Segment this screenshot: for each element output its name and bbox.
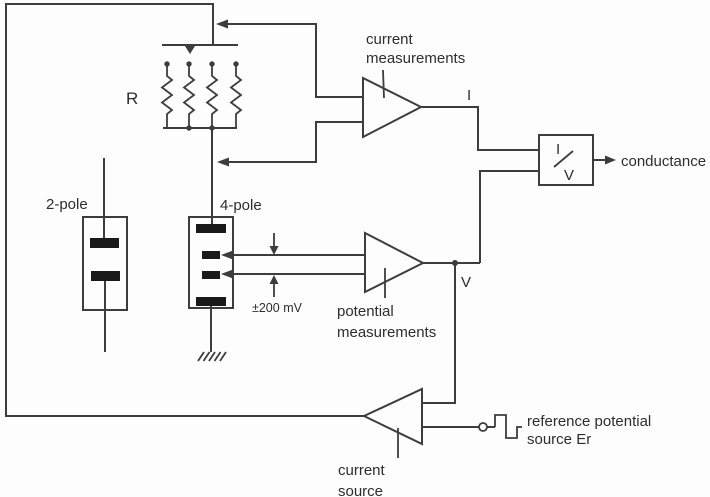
conductance-label: conductance (621, 153, 706, 170)
current-source-amp (361, 387, 423, 458)
reference-source-label-line2: source Er (527, 431, 591, 448)
voltage-output-wire (423, 170, 539, 264)
reference-source-label-line1: reference potential (527, 413, 651, 430)
resistor-symbol (205, 61, 219, 128)
divider-slash (553, 150, 574, 168)
amp-triangle (361, 387, 423, 446)
right-arrow-icon (605, 155, 616, 165)
current-source-label-line1: current (338, 462, 386, 479)
current-measurements-amp (362, 69, 424, 139)
down-arrow-icon (185, 46, 195, 54)
divider-denominator: V (564, 167, 574, 184)
four-pole-cell (188, 216, 234, 352)
junction-dot (186, 61, 192, 67)
two-pole-label: 2-pole (46, 196, 88, 213)
left-arrow-icon (221, 250, 233, 260)
amp-pointer-line (382, 69, 385, 99)
current-output-label: I (467, 87, 471, 104)
junction-dot (233, 61, 239, 67)
potential-measurements-label-line2: measurements (337, 324, 436, 341)
up-arrow-icon (269, 275, 279, 284)
voltage-range-arrows (269, 233, 279, 297)
square-wave-icon (494, 414, 522, 439)
current-output-wire (421, 106, 539, 151)
left-arrow-icon (216, 19, 228, 29)
current-measurements-label-line1: current (366, 31, 414, 48)
current-measurements-label-line2: measurements (366, 50, 465, 67)
amp-triangle (362, 76, 424, 139)
i-v-divider-box: I V (538, 134, 594, 186)
electrode-bar (202, 271, 220, 279)
resistor-label: R (126, 89, 138, 108)
voltage-output-label: V (461, 274, 471, 291)
four-pole-label: 4-pole (220, 197, 262, 214)
terminal-circle-icon (478, 422, 488, 432)
current-source-loop-wire (5, 3, 364, 417)
resistor-symbol (160, 61, 174, 128)
junction-dot (164, 61, 170, 67)
solution-resistance-network (160, 61, 243, 131)
reference-source-input (422, 414, 522, 439)
current-tap-wire-top (226, 23, 363, 98)
resistor-symbol (229, 61, 243, 128)
junction-dot (186, 125, 192, 131)
resistor-symbol (182, 61, 196, 128)
ground-icon (197, 351, 227, 362)
electrode-bar (91, 271, 120, 281)
electrode-bar (196, 224, 226, 233)
potential-measurements-amp (364, 231, 426, 298)
current-tap-wire-bottom (227, 121, 363, 163)
amp-triangle (364, 231, 426, 294)
left-arrow-icon (217, 157, 229, 167)
potential-measurements-label-line1: potential (337, 303, 394, 320)
junction-dot (209, 61, 215, 67)
left-arrow-icon (221, 269, 233, 279)
voltage-range-label: ±200 mV (252, 301, 303, 315)
electrode-bar (196, 297, 226, 306)
current-source-label-line2: source (338, 483, 383, 497)
electrode-bar (202, 251, 220, 259)
two-pole-cell (82, 158, 128, 352)
down-arrow-icon (269, 246, 279, 255)
electrode-bar (90, 238, 119, 248)
divider-numerator: I (556, 141, 560, 158)
